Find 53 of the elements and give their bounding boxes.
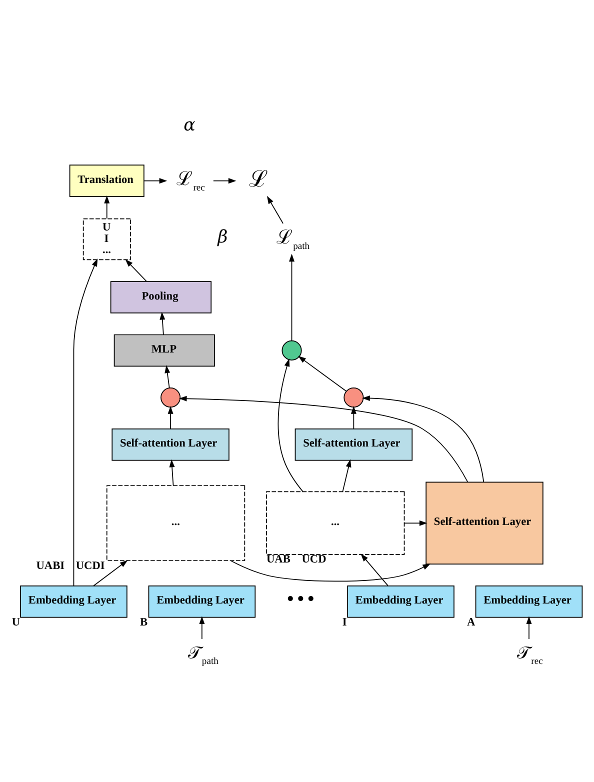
- node-label: UAB UCD: [266, 554, 326, 566]
- arrow: [526, 616, 532, 640]
- label: •••: [285, 590, 316, 610]
- label: α: [184, 116, 196, 136]
- node-box: MLP: [114, 334, 216, 367]
- node-text: ℒ$_{path}$: [276, 227, 310, 252]
- node-circle: [344, 388, 364, 408]
- node-box: ...: [106, 485, 246, 562]
- arrow: [104, 195, 110, 219]
- node-text: ℒ$_{rec}$: [176, 168, 205, 194]
- arrow: [404, 520, 428, 526]
- node-text: ℒ: [249, 166, 268, 192]
- label: β: [218, 228, 228, 248]
- arrow: [73, 258, 98, 586]
- arrow: [160, 312, 166, 336]
- arrow: [169, 459, 175, 486]
- arrow: [178, 396, 468, 482]
- arrow: [289, 254, 295, 342]
- node-box: Embedding Layer: [20, 585, 128, 618]
- arrow: [362, 395, 484, 482]
- arrow: [199, 616, 205, 640]
- node-box: Self-attention Layer: [294, 428, 413, 461]
- node-label: B: [140, 616, 148, 629]
- arrow: [266, 196, 284, 224]
- node-box: Self-attention Layer: [112, 428, 230, 461]
- arrow: [164, 365, 170, 388]
- node-text: 𝒯$_{rec}$: [517, 642, 543, 667]
- arrow: [350, 406, 356, 430]
- node-label: A: [467, 616, 476, 629]
- arrow: [342, 459, 352, 492]
- node-box: Embedding Layer: [347, 585, 454, 618]
- node-label: I: [342, 616, 347, 629]
- arrow: [230, 560, 431, 582]
- node-box: Embedding Layer: [475, 585, 583, 618]
- arrow: [144, 178, 168, 184]
- arrow: [168, 406, 174, 430]
- node-box: Self-attention Layer: [426, 482, 544, 565]
- arrow: [93, 560, 128, 586]
- node-box: Pooling: [110, 281, 212, 314]
- node-circle: [282, 340, 302, 360]
- node-circle: [160, 388, 181, 408]
- arrow: [278, 358, 304, 492]
- arrow: [298, 356, 347, 392]
- node-box: U I ...: [82, 218, 131, 260]
- node-label: UABI UCDI: [36, 560, 105, 572]
- node-box: ...: [266, 491, 405, 555]
- arrow: [212, 178, 236, 184]
- node-label: U: [12, 616, 20, 629]
- node-box: Translation: [69, 164, 144, 197]
- node-box: Embedding Layer: [148, 585, 256, 618]
- node-text: 𝒯$_{path}$: [188, 642, 218, 667]
- arrow: [125, 259, 147, 282]
- arrow: [360, 554, 388, 586]
